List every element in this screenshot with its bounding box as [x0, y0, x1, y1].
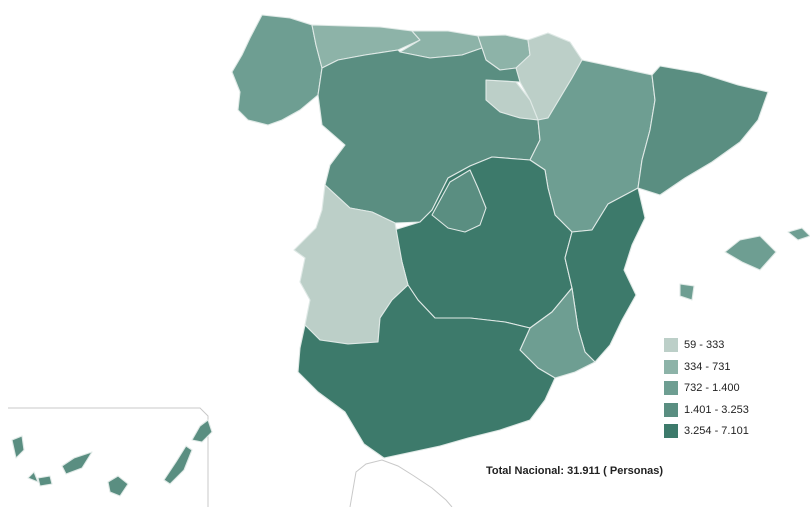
- border-outline: [349, 459, 453, 507]
- region-canarias: [11, 419, 213, 497]
- legend-label: 334 - 731: [684, 360, 731, 373]
- region-galicia: [231, 14, 323, 126]
- legend-swatch: [664, 381, 678, 395]
- legend: 59 - 333 334 - 731 732 - 1.400 1.401 - 3…: [664, 337, 749, 445]
- legend-item: 59 - 333: [664, 337, 749, 353]
- legend-item: 334 - 731: [664, 359, 749, 375]
- region-illes-balears: [679, 227, 810, 301]
- legend-swatch: [664, 338, 678, 352]
- canarias-inset-frame: [8, 407, 209, 507]
- region-andalucia: [297, 284, 556, 459]
- legend-label: 732 - 1.400: [684, 382, 740, 394]
- legend-item: 732 - 1.400: [664, 380, 749, 396]
- legend-label: 59 - 333: [684, 339, 725, 351]
- legend-item: 3.254 - 7.101: [664, 423, 749, 439]
- region-comunitat-valenciana: [564, 187, 646, 363]
- total-nacional-label: Total Nacional: 31.911 ( Personas): [486, 465, 664, 477]
- region-madrid: [431, 169, 487, 233]
- region-cataluna: [637, 65, 769, 196]
- legend-label: 3.254 - 7.101: [684, 425, 749, 437]
- legend-swatch: [664, 402, 678, 417]
- legend-label: 1.401 - 3.253: [684, 403, 749, 416]
- legend-item: 1.401 - 3.253: [664, 402, 749, 418]
- legend-swatch: [664, 359, 678, 374]
- legend-swatch: [664, 424, 678, 438]
